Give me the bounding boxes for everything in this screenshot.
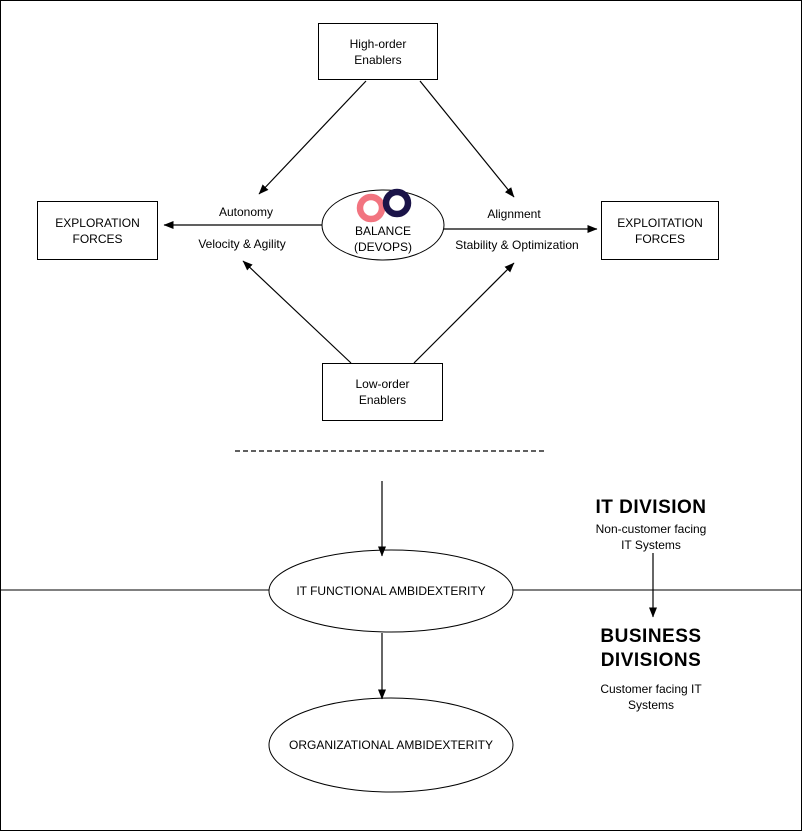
arrow-highorder-to-left bbox=[258, 80, 367, 195]
node-low-order-enablers[interactable]: Low-order Enablers bbox=[322, 363, 443, 421]
node-exploration-forces-label: EXPLORATION FORCES bbox=[55, 215, 140, 246]
node-high-order-enablers[interactable]: High-order Enablers bbox=[318, 23, 438, 80]
arrow-loworder-to-left bbox=[242, 260, 352, 364]
node-it-functional-ambidexterity[interactable] bbox=[268, 549, 514, 633]
node-exploitation-forces[interactable]: EXPLOITATION FORCES bbox=[601, 201, 719, 260]
edge-label-autonomy: Autonomy bbox=[218, 205, 274, 219]
node-balance-devops-label: BALANCE (DEVOPS) bbox=[353, 224, 412, 254]
node-low-order-enablers-label: Low-order Enablers bbox=[355, 377, 410, 407]
business-divisions-title: BUSINESS DIVISIONS bbox=[600, 626, 702, 671]
arrow-highorder-to-right bbox=[419, 80, 515, 198]
business-divisions-subtitle: Customer facing IT Systems bbox=[600, 682, 702, 712]
edge-label-alignment: Alignment bbox=[487, 207, 541, 221]
arrow-loworder-to-right bbox=[413, 262, 515, 364]
it-division-subtitle: Non-customer facing IT Systems bbox=[595, 522, 707, 552]
node-balance-devops[interactable] bbox=[321, 189, 445, 261]
devops-infinity-icon bbox=[356, 188, 412, 223]
node-exploitation-forces-label: EXPLOITATION FORCES bbox=[617, 215, 703, 246]
edge-label-velocity-agility: Velocity & Agility bbox=[198, 237, 286, 251]
node-it-functional-ambidexterity-label: IT FUNCTIONAL AMBIDEXTERITY bbox=[296, 584, 486, 598]
it-division-title: IT DIVISION bbox=[595, 497, 707, 518]
edge-label-stability-optimization: Stability & Optimization bbox=[455, 238, 579, 252]
node-exploration-forces[interactable]: EXPLORATION FORCES bbox=[37, 201, 158, 260]
node-organizational-ambidexterity[interactable] bbox=[268, 697, 514, 793]
node-organizational-ambidexterity-label: ORGANIZATIONAL AMBIDEXTERITY bbox=[288, 738, 494, 752]
node-high-order-enablers-label: High-order Enablers bbox=[349, 36, 407, 67]
